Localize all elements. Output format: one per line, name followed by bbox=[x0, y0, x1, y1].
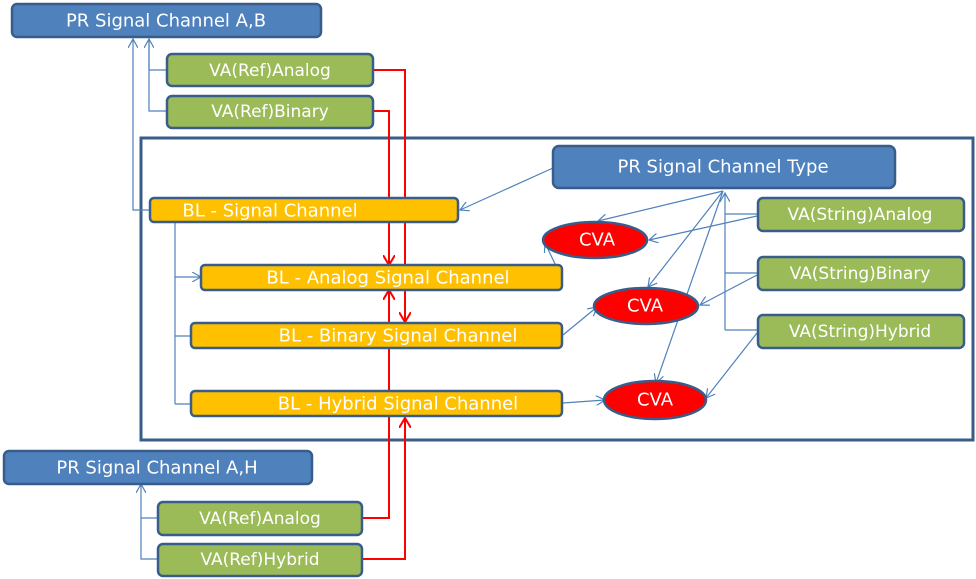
connector-va-string-analog-to-cva bbox=[649, 215, 758, 240]
node-label: VA(Ref)Analog bbox=[199, 509, 321, 529]
node-pr-signal-channel-ah[interactable]: PR Signal Channel A,H bbox=[2, 449, 314, 486]
node-bl-signal-channel[interactable]: BL - Signal Channel bbox=[148, 196, 460, 224]
node-label: PR Signal Channel A,B bbox=[66, 11, 266, 32]
connector-pr-type-to-cva-3 bbox=[656, 190, 724, 383]
node-label: PR Signal Channel Type bbox=[617, 157, 828, 178]
node-va-ref-binary[interactable]: VA(Ref)Binary bbox=[165, 94, 375, 130]
node-label: BL - Binary Signal Channel bbox=[279, 326, 518, 347]
connector-va-string-binary-to-cva bbox=[700, 274, 758, 305]
node-bl-analog-signal-channel[interactable]: BL - Analog Signal Channel bbox=[199, 263, 564, 292]
connector-va-ref-hybrid-to-pr-ah bbox=[140, 518, 158, 560]
node-label: PR Signal Channel A,H bbox=[56, 458, 257, 479]
node-va-string-binary[interactable]: VA(String)Binary bbox=[756, 255, 966, 292]
node-bl-binary-signal-channel[interactable]: BL - Binary Signal Channel bbox=[189, 321, 564, 350]
node-label: CVA bbox=[637, 390, 674, 411]
connector-va-ref-analog-to-pr-ah bbox=[141, 484, 158, 519]
connector-va-ref-analog-to-pr-ab bbox=[149, 39, 166, 71]
connector-va-ref-binary-to-pr-ab bbox=[148, 39, 166, 112]
node-label: BL - Hybrid Signal Channel bbox=[278, 394, 518, 415]
node-label: VA(String)Hybrid bbox=[789, 322, 931, 342]
node-cva-analog[interactable]: CVA bbox=[541, 220, 649, 260]
node-va-ref-analog-bottom[interactable]: VA(Ref)Analog bbox=[156, 500, 364, 537]
red-link-va-ref-hybrid-to-bl-hybrid bbox=[362, 418, 405, 560]
red-link-va-ref-binary-to-bl-analog bbox=[374, 110, 389, 265]
node-label: VA(Ref)Binary bbox=[211, 102, 329, 122]
node-pr-signal-channel-type[interactable]: PR Signal Channel Type bbox=[551, 144, 897, 190]
node-label: VA(Ref)Hybrid bbox=[200, 550, 319, 570]
node-cva-binary[interactable]: CVA bbox=[592, 286, 700, 326]
node-pr-signal-channel-ab[interactable]: PR Signal Channel A,B bbox=[10, 2, 323, 39]
red-link-va-ref-analog-to-bl-binary bbox=[374, 69, 405, 322]
node-va-string-hybrid[interactable]: VA(String)Hybrid bbox=[756, 313, 966, 350]
connector-pr-type-to-bl-signal bbox=[460, 167, 554, 210]
node-bl-hybrid-signal-channel[interactable]: BL - Hybrid Signal Channel bbox=[189, 389, 564, 418]
connector-pr-type-to-cva-2 bbox=[648, 190, 724, 287]
node-label: CVA bbox=[627, 296, 664, 317]
node-cva-hybrid[interactable]: CVA bbox=[602, 379, 708, 421]
node-va-ref-analog-top[interactable]: VA(Ref)Analog bbox=[165, 52, 375, 88]
business-layer-frame bbox=[139, 136, 975, 442]
connector-va-string-hybrid-to-cva bbox=[706, 332, 758, 398]
node-va-string-analog[interactable]: VA(String)Analog bbox=[756, 196, 966, 233]
connector-bl-hybrid-to-cva bbox=[562, 400, 605, 403]
connector-bl-signal-to-pr-ab bbox=[133, 39, 151, 211]
node-label: CVA bbox=[579, 230, 616, 251]
connector-pr-type-to-cva-1 bbox=[598, 190, 724, 221]
red-link-va-ref-analog-bottom-to-bl-analog bbox=[362, 290, 389, 519]
node-label: VA(String)Binary bbox=[790, 264, 931, 284]
node-label: VA(Ref)Analog bbox=[209, 61, 331, 81]
node-va-ref-hybrid[interactable]: VA(Ref)Hybrid bbox=[156, 542, 364, 578]
node-label: VA(String)Analog bbox=[788, 205, 933, 225]
node-label: BL - Signal Channel bbox=[182, 201, 357, 222]
node-label: BL - Analog Signal Channel bbox=[266, 268, 509, 289]
connector-bl-binary-to-cva bbox=[562, 307, 597, 336]
